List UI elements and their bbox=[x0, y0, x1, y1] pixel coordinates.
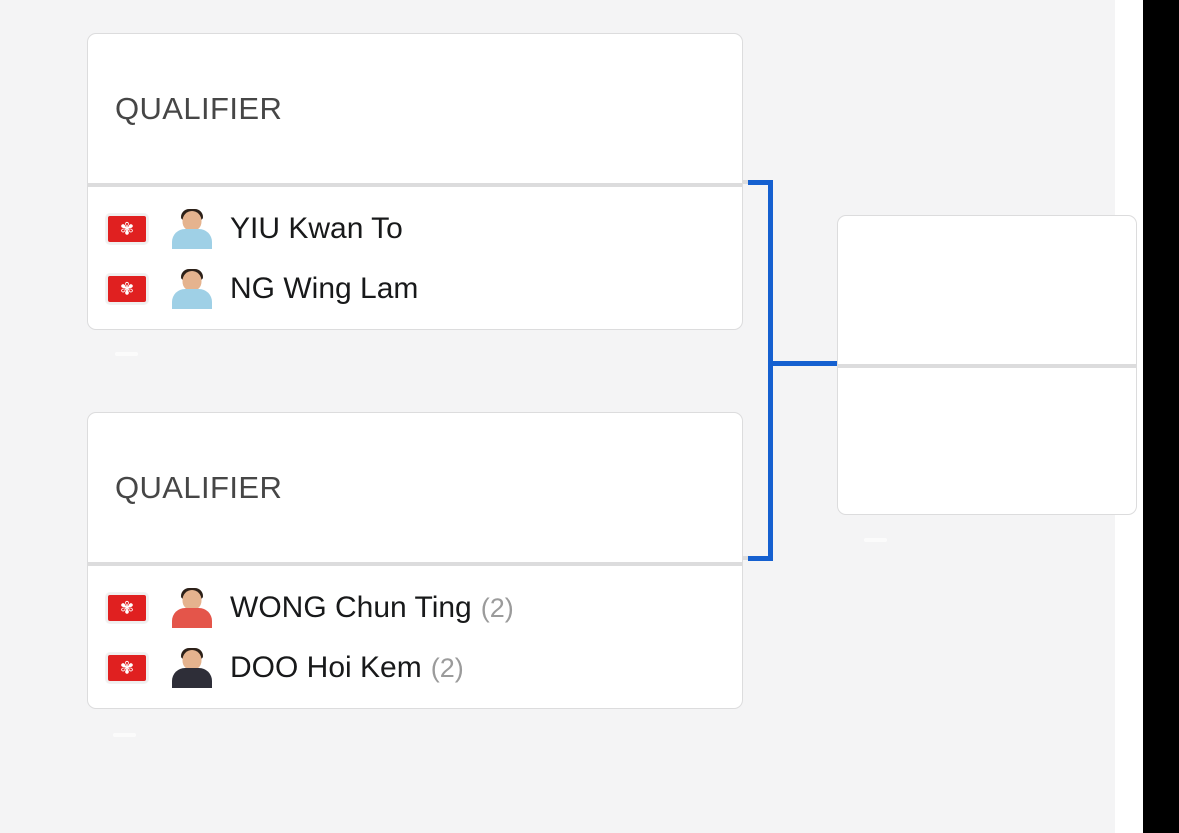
connector-line-stem bbox=[768, 361, 840, 366]
right-gutter-strip bbox=[1143, 0, 1179, 833]
entrant-row[interactable]: ✾ DOO Hoi Kem (2) bbox=[88, 638, 742, 698]
connector-line-vertical bbox=[768, 180, 773, 561]
avatar-head bbox=[182, 650, 202, 670]
match-divider bbox=[838, 364, 1136, 368]
player-avatar-icon bbox=[170, 209, 214, 249]
bauhinia-glyph: ✾ bbox=[119, 279, 135, 299]
player-avatar-icon bbox=[170, 648, 214, 688]
match-header-label: QUALIFIER bbox=[115, 470, 283, 505]
entrant-row[interactable]: ✾ WONG Chun Ting (2) bbox=[88, 578, 742, 638]
avatar-head bbox=[182, 590, 202, 610]
entrant-name: NG Wing Lam bbox=[230, 272, 419, 305]
match-info-placeholder bbox=[113, 733, 136, 737]
connector-line-bottom bbox=[748, 556, 773, 561]
match-card-r1-m2[interactable]: QUALIFIER ✾ WONG Chun Ting (2) bbox=[87, 412, 743, 709]
match-header-r1-m1: QUALIFIER bbox=[88, 34, 742, 183]
avatar-body bbox=[172, 668, 212, 688]
player-avatar-icon bbox=[170, 269, 214, 309]
entrant-row[interactable]: ✾ YIU Kwan To bbox=[88, 199, 742, 259]
avatar-head bbox=[182, 271, 202, 291]
match-info-placeholder bbox=[115, 352, 138, 356]
hong-kong-flag-icon: ✾ bbox=[106, 274, 148, 304]
entrant-seed: (2) bbox=[430, 652, 464, 683]
connector-stub-top bbox=[735, 180, 751, 184]
entrant-name: YIU Kwan To bbox=[230, 212, 403, 245]
entrant-seed: (2) bbox=[480, 592, 514, 623]
entrant-name: WONG Chun Ting bbox=[230, 591, 472, 624]
entrant-list-r1-m1: ✾ YIU Kwan To ✾ bbox=[88, 187, 742, 319]
entrant-row[interactable]: ✾ NG Wing Lam bbox=[88, 259, 742, 319]
match-header-r1-m2: QUALIFIER bbox=[88, 413, 742, 562]
avatar-head bbox=[182, 211, 202, 231]
bauhinia-glyph: ✾ bbox=[119, 219, 135, 239]
bauhinia-glyph: ✾ bbox=[119, 598, 135, 618]
entrant-list-r1-m2: ✾ WONG Chun Ting (2) ✾ bbox=[88, 566, 742, 698]
connector-stub-bottom bbox=[735, 556, 751, 560]
avatar-body bbox=[172, 289, 212, 309]
bracket-canvas: QUALIFIER ✾ YIU Kwan To bbox=[87, 33, 1137, 737]
match-divider bbox=[88, 562, 742, 566]
match-card-r2-m1[interactable] bbox=[837, 215, 1137, 515]
avatar-body bbox=[172, 608, 212, 628]
avatar-body bbox=[172, 229, 212, 249]
match-card-r1-m1[interactable]: QUALIFIER ✾ YIU Kwan To bbox=[87, 33, 743, 330]
entrant-slot-empty-bottom[interactable] bbox=[838, 368, 1136, 514]
hong-kong-flag-icon: ✾ bbox=[106, 653, 148, 683]
entrant-slot-empty-top[interactable] bbox=[838, 216, 1136, 364]
hong-kong-flag-icon: ✾ bbox=[106, 214, 148, 244]
hong-kong-flag-icon: ✾ bbox=[106, 593, 148, 623]
match-divider bbox=[88, 183, 742, 187]
match-info-placeholder bbox=[864, 538, 887, 542]
player-avatar-icon bbox=[170, 588, 214, 628]
entrant-name: DOO Hoi Kem bbox=[230, 651, 422, 684]
bauhinia-glyph: ✾ bbox=[119, 658, 135, 678]
connector-line-top bbox=[748, 180, 773, 185]
match-header-label: QUALIFIER bbox=[115, 91, 283, 126]
